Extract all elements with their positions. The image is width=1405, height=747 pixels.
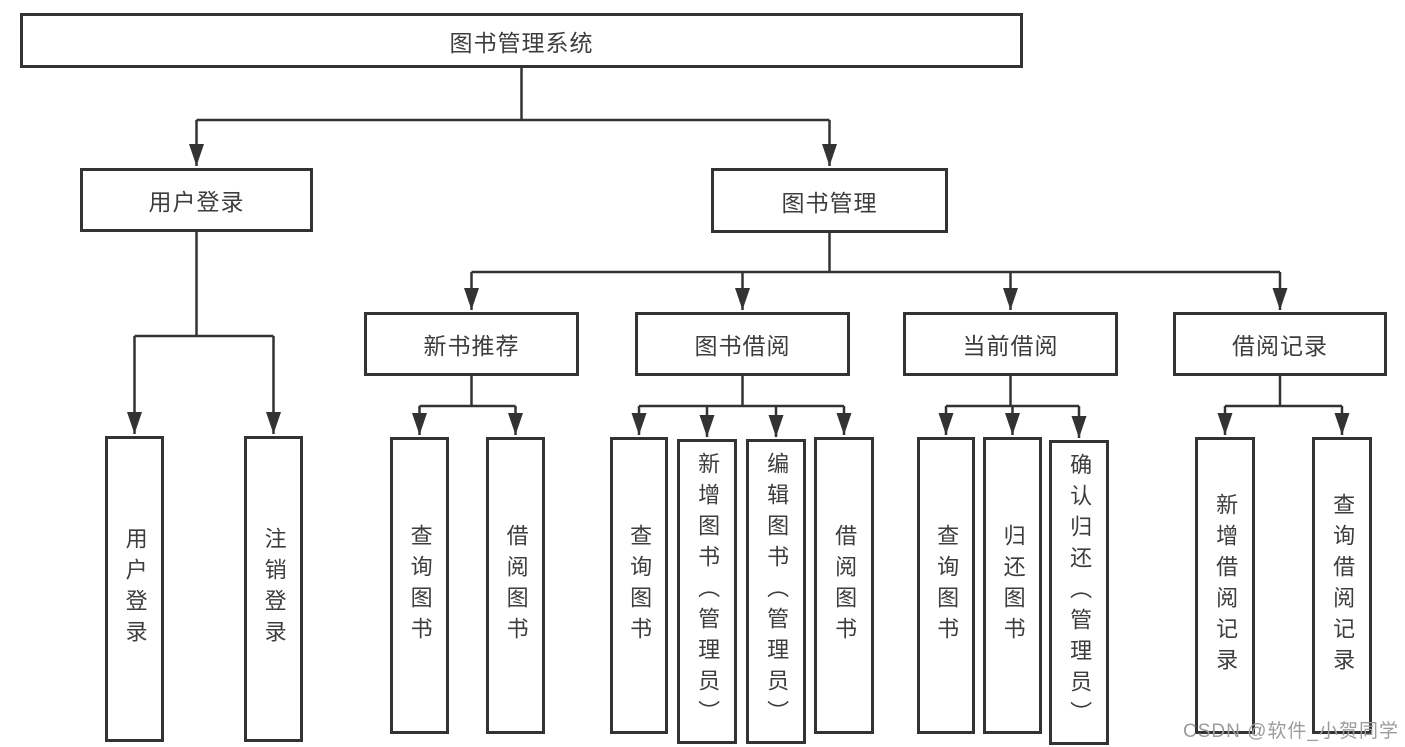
- node-label: 当前借阅: [962, 333, 1059, 359]
- node-label: 借阅图书: [503, 523, 529, 648]
- node-leaf-br-query-record: 查询借阅记录: [1312, 437, 1372, 734]
- node-label: 编辑图书（管理员）: [764, 452, 790, 731]
- node-leaf-cb-confirm-return-admin: 确认归还（管理员）: [1049, 440, 1109, 745]
- node-label: 查询图书: [934, 523, 960, 648]
- node-label: 新增图书（管理员）: [695, 452, 721, 731]
- node-leaf-logout: 注销登录: [244, 436, 303, 742]
- node-leaf-nbr-query-books: 查询图书: [390, 437, 449, 734]
- node-label: 借阅记录: [1232, 333, 1328, 359]
- node-library-management-system: 图书管理系统: [20, 13, 1023, 68]
- node-leaf-nbr-borrow-books: 借阅图书: [486, 437, 545, 734]
- node-leaf-bb-edit-books-admin: 编辑图书（管理员）: [746, 439, 806, 744]
- node-label: 确认归还（管理员）: [1067, 453, 1093, 732]
- node-label: 图书借阅: [694, 333, 791, 359]
- node-leaf-br-add-record: 新增借阅记录: [1195, 437, 1255, 734]
- node-leaf-cb-return-books: 归还图书: [983, 437, 1042, 734]
- node-label: 注销登录: [261, 527, 287, 651]
- node-label: 查询图书: [407, 523, 433, 648]
- node-book-borrowing: 图书借阅: [635, 312, 850, 376]
- node-label: 查询图书: [627, 523, 653, 648]
- node-label: 归还图书: [1000, 523, 1026, 648]
- node-label: 借阅图书: [832, 523, 858, 648]
- node-leaf-user-login: 用户登录: [105, 436, 164, 742]
- node-leaf-bb-borrow-books: 借阅图书: [814, 437, 874, 734]
- node-current-borrowing: 当前借阅: [903, 312, 1118, 376]
- node-borrowing-records: 借阅记录: [1173, 312, 1387, 376]
- node-label: 图书管理: [781, 189, 878, 216]
- csdn-watermark: CSDN @软件_小贺同学: [1183, 721, 1399, 742]
- node-label: 用户登录: [122, 527, 148, 651]
- node-leaf-bb-query-books: 查询图书: [610, 437, 668, 734]
- node-label: 查询借阅记录: [1330, 492, 1356, 679]
- node-user-login: 用户登录: [80, 168, 313, 232]
- node-label: 用户登录: [148, 189, 245, 215]
- node-label: 图书管理系统: [449, 29, 594, 56]
- node-label: 新书推荐: [423, 333, 520, 359]
- node-leaf-cb-query-books: 查询图书: [917, 437, 975, 734]
- node-label: 新增借阅记录: [1213, 492, 1239, 679]
- node-new-book-recommendation: 新书推荐: [364, 312, 579, 376]
- node-book-management: 图书管理: [711, 168, 948, 233]
- node-leaf-bb-add-books-admin: 新增图书（管理员）: [677, 439, 737, 744]
